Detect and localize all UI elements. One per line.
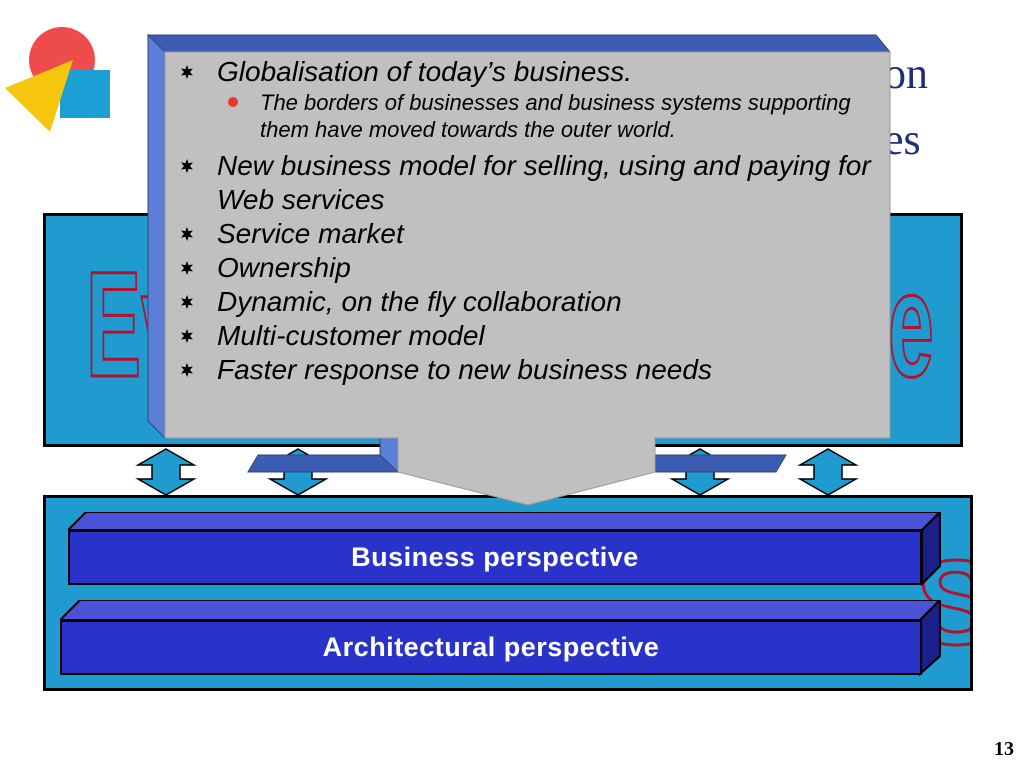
sub-bullet-text: The borders of businesses and business s… (260, 90, 851, 142)
bullet-text: Dynamic, on the fly collaboration (217, 286, 622, 317)
bullet-item: Multi-customer model (172, 319, 872, 353)
bullet-text: Service market (217, 218, 404, 249)
sub-bullet-item: The borders of businesses and business s… (172, 89, 872, 143)
bullet-text: Globalisation of today’s business. (217, 56, 633, 87)
logo-shapes-icon (5, 27, 110, 132)
watermark-right: e (887, 239, 935, 410)
bullet-star-icon (181, 295, 193, 309)
bullet-text: Ownership (217, 252, 351, 283)
title-fragment-1: on (884, 49, 928, 98)
bullet-item: Dynamic, on the fly collaboration (172, 285, 872, 319)
callout-bullet-list: Globalisation of today’s business. The b… (172, 55, 872, 387)
bullet-text: Faster response to new business needs (217, 354, 712, 385)
bullet-item: New business model for selling, using an… (172, 149, 872, 217)
bullet-star-icon (181, 227, 193, 241)
bullet-text: New business model for selling, using an… (217, 150, 871, 215)
bullet-star-icon (181, 329, 193, 343)
bullet-item: Ownership (172, 251, 872, 285)
bullet-item: Globalisation of today’s business. (172, 55, 872, 89)
red-dot-bullet-icon (228, 97, 238, 107)
bullet-item: Faster response to new business needs (172, 353, 872, 387)
business-perspective-bar: Business perspective (68, 530, 922, 585)
bullet-star-icon (181, 261, 193, 275)
bullet-star-icon (181, 363, 193, 377)
bullet-star-icon (181, 65, 193, 79)
bullet-text: Multi-customer model (217, 320, 485, 351)
callout-shape (146, 33, 892, 506)
bullet-item: Service market (172, 217, 872, 251)
page-number: 13 (994, 738, 1014, 760)
bullet-star-icon (181, 159, 193, 173)
architectural-perspective-bar: Architectural perspective (60, 620, 922, 675)
